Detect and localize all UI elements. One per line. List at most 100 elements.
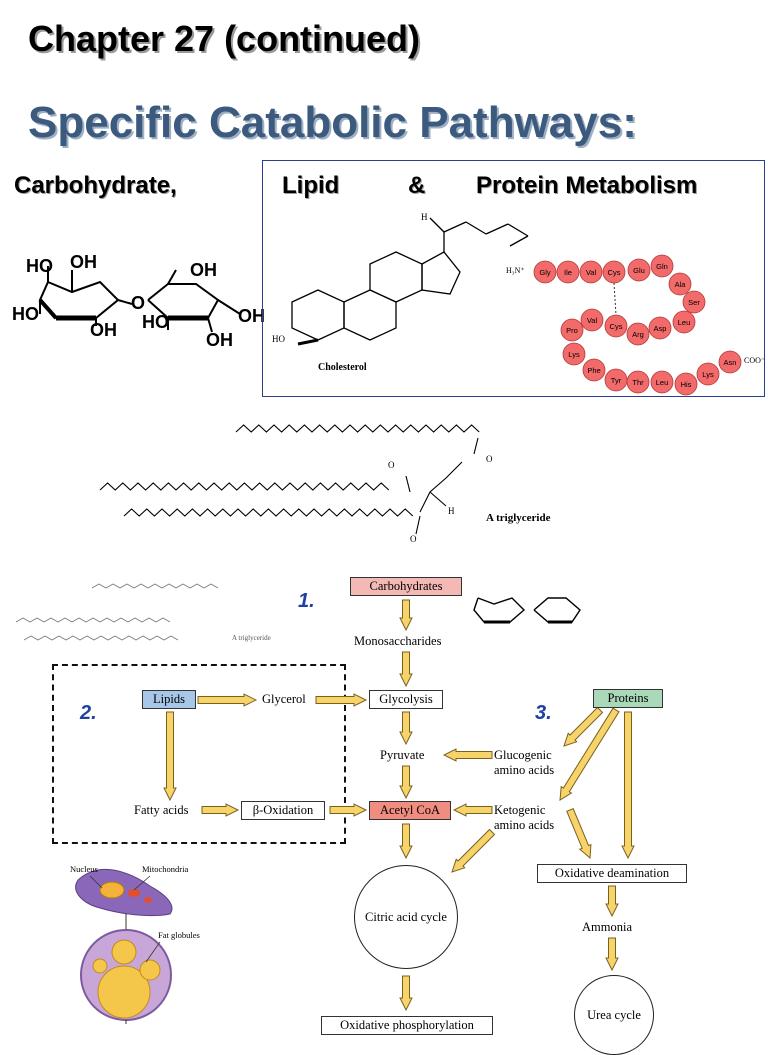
- pathway-arrows: [163, 599, 635, 1012]
- lipid-pathway-dashed-box: [52, 664, 346, 844]
- arrow-beta-to-acetyl: [329, 803, 368, 817]
- svg-text:His: His: [681, 380, 692, 389]
- node-acetyl-coa: Acetyl CoA: [369, 801, 451, 820]
- svg-text:Phe: Phe: [587, 366, 600, 375]
- cholesterol-h-label: H: [421, 212, 428, 222]
- svg-text:Arg: Arg: [632, 330, 644, 339]
- svg-text:Val: Val: [587, 316, 598, 325]
- lactose-structure: [38, 266, 241, 333]
- arrow-carbs-to-mono: [399, 599, 413, 632]
- lactose-label-oh1: OH: [70, 252, 97, 272]
- residue-arg-10: Arg: [626, 322, 650, 346]
- cell-label-mitochondria: Mitochondria: [142, 864, 189, 874]
- svg-text:Glu: Glu: [633, 266, 645, 275]
- node-fatty-acids: Fatty acids: [134, 803, 189, 817]
- svg-text:Ile: Ile: [564, 268, 572, 277]
- lactose-label-oh2: OH: [90, 320, 117, 340]
- residue-lys-20: Lys: [696, 362, 720, 386]
- triglyceride-structure: [99, 424, 480, 535]
- residue-ser-7: Ser: [682, 290, 706, 314]
- residue-gln-5: Gln: [650, 254, 674, 278]
- category-carbohydrate: Carbohydrate,: [14, 172, 177, 199]
- arrow-ketogenic-to-acetyl: [452, 803, 493, 817]
- triglyceride-o2: O: [388, 460, 395, 470]
- svg-text:Leu: Leu: [678, 318, 691, 327]
- svg-text:Asp: Asp: [654, 324, 667, 333]
- category-lipid: Lipid: [282, 172, 340, 199]
- lactose-small-structure: [473, 597, 581, 624]
- arrow-glucogenic-to-pyruvate: [442, 748, 493, 762]
- node-lipids: Lipids: [142, 690, 196, 709]
- residue-glu-4: Glu: [627, 258, 651, 282]
- residue-ala-6: Ala: [668, 272, 692, 296]
- svg-text:Gln: Gln: [656, 262, 668, 271]
- residue-pro-13: Pro: [560, 318, 584, 342]
- triglyceride-small-label: A triglyceride: [232, 634, 271, 642]
- cell-label-fat-globules: Fat globules: [158, 930, 200, 940]
- residue-gly-0: Gly: [533, 260, 557, 284]
- residue-tyr-16: Tyr: [604, 368, 628, 392]
- residue-cys-3: Cys: [602, 260, 626, 284]
- svg-text:Cys: Cys: [610, 322, 623, 331]
- node-glycerol: Glycerol: [262, 692, 306, 706]
- svg-text:Leu: Leu: [656, 378, 669, 387]
- node-beta-oxidation: β-Oxidation: [241, 801, 325, 820]
- residue-phe-15: Phe: [582, 358, 606, 382]
- disulfide-bond: [613, 282, 617, 316]
- residue-val-12: Val: [580, 308, 604, 332]
- node-glucogenic-amino-acids: Glucogenic amino acids: [494, 748, 555, 777]
- arrow-acetyl-to-cycle: [399, 823, 413, 860]
- residue-lys-14: Lys: [562, 342, 586, 366]
- slide-subtitle: Specific Catabolic Pathways:: [28, 98, 637, 147]
- residue-leu-18: Leu: [650, 370, 674, 394]
- node-citric-acid-cycle-circle: Citric acid cycle: [354, 865, 458, 969]
- slide-title: Chapter 27 (continued): [28, 18, 421, 59]
- arrow-fatty-to-beta: [201, 803, 240, 817]
- lactose-label-ho1: HO: [26, 256, 53, 276]
- residue-asn-21: Asn: [718, 350, 742, 374]
- category-ampersand: &: [408, 172, 426, 199]
- category-protein: Protein Metabolism: [476, 172, 698, 199]
- residue-asp-9: Asp: [648, 316, 672, 340]
- lipid-protein-structures-box: [262, 160, 765, 397]
- cholesterol-structure: [291, 217, 529, 346]
- triglyceride-h: H: [448, 506, 455, 516]
- node-citric-acid-cycle: Citric acid cycle: [365, 909, 447, 924]
- peptide-c-terminus: COO⁻: [744, 356, 766, 365]
- svg-text:Lys: Lys: [568, 350, 580, 359]
- node-monosaccharides: Monosaccharides: [354, 634, 442, 648]
- arrow-proteins-to-glucogenic: [563, 706, 604, 747]
- node-proteins: Proteins: [593, 689, 663, 708]
- node-ammonia: Ammonia: [582, 920, 632, 934]
- arrow-deamination-to-ammonia: [605, 885, 619, 918]
- node-pyruvate: Pyruvate: [380, 748, 425, 762]
- residue-leu-8: Leu: [672, 310, 696, 334]
- cell-label-nucleus: Nucleus: [70, 864, 98, 874]
- arrow-ammonia-to-urea: [605, 937, 619, 972]
- svg-text:Val: Val: [586, 268, 597, 277]
- lactose-label-oh4: OH: [206, 330, 233, 350]
- residue-val-2: Val: [579, 260, 603, 284]
- arrow-mono-to-glycolysis: [399, 651, 413, 688]
- cholesterol-label: Cholesterol: [318, 362, 367, 373]
- svg-text:Cys: Cys: [608, 268, 621, 277]
- lactose-label-ho3: HO: [142, 312, 169, 332]
- node-oxidative-deamination: Oxidative deamination: [537, 864, 687, 883]
- svg-text:Ser: Ser: [688, 298, 700, 307]
- residue-ile-1: Ile: [556, 260, 580, 284]
- triglyceride-o3: O: [410, 534, 417, 544]
- node-glycolysis: Glycolysis: [369, 690, 443, 709]
- residue-his-19: His: [674, 372, 698, 396]
- pathway-number-1: 1.: [298, 590, 315, 612]
- node-ketogenic-amino-acids: Ketogenic amino acids: [494, 803, 555, 832]
- arrow-glycerol-to-glycolysis: [315, 693, 368, 707]
- pathway-number-2: 2.: [80, 702, 97, 724]
- peptide-n-terminus: H₃N⁺: [506, 266, 525, 275]
- lactose-label-oh5: OH: [238, 306, 265, 326]
- arrow-proteins-to-ketogenic: [559, 707, 620, 801]
- arrow-lipids-to-glycerol: [197, 693, 258, 707]
- svg-text:Lys: Lys: [702, 370, 714, 379]
- node-carbohydrates: Carbohydrates: [350, 577, 462, 596]
- triglyceride-label: A triglyceride: [486, 512, 551, 524]
